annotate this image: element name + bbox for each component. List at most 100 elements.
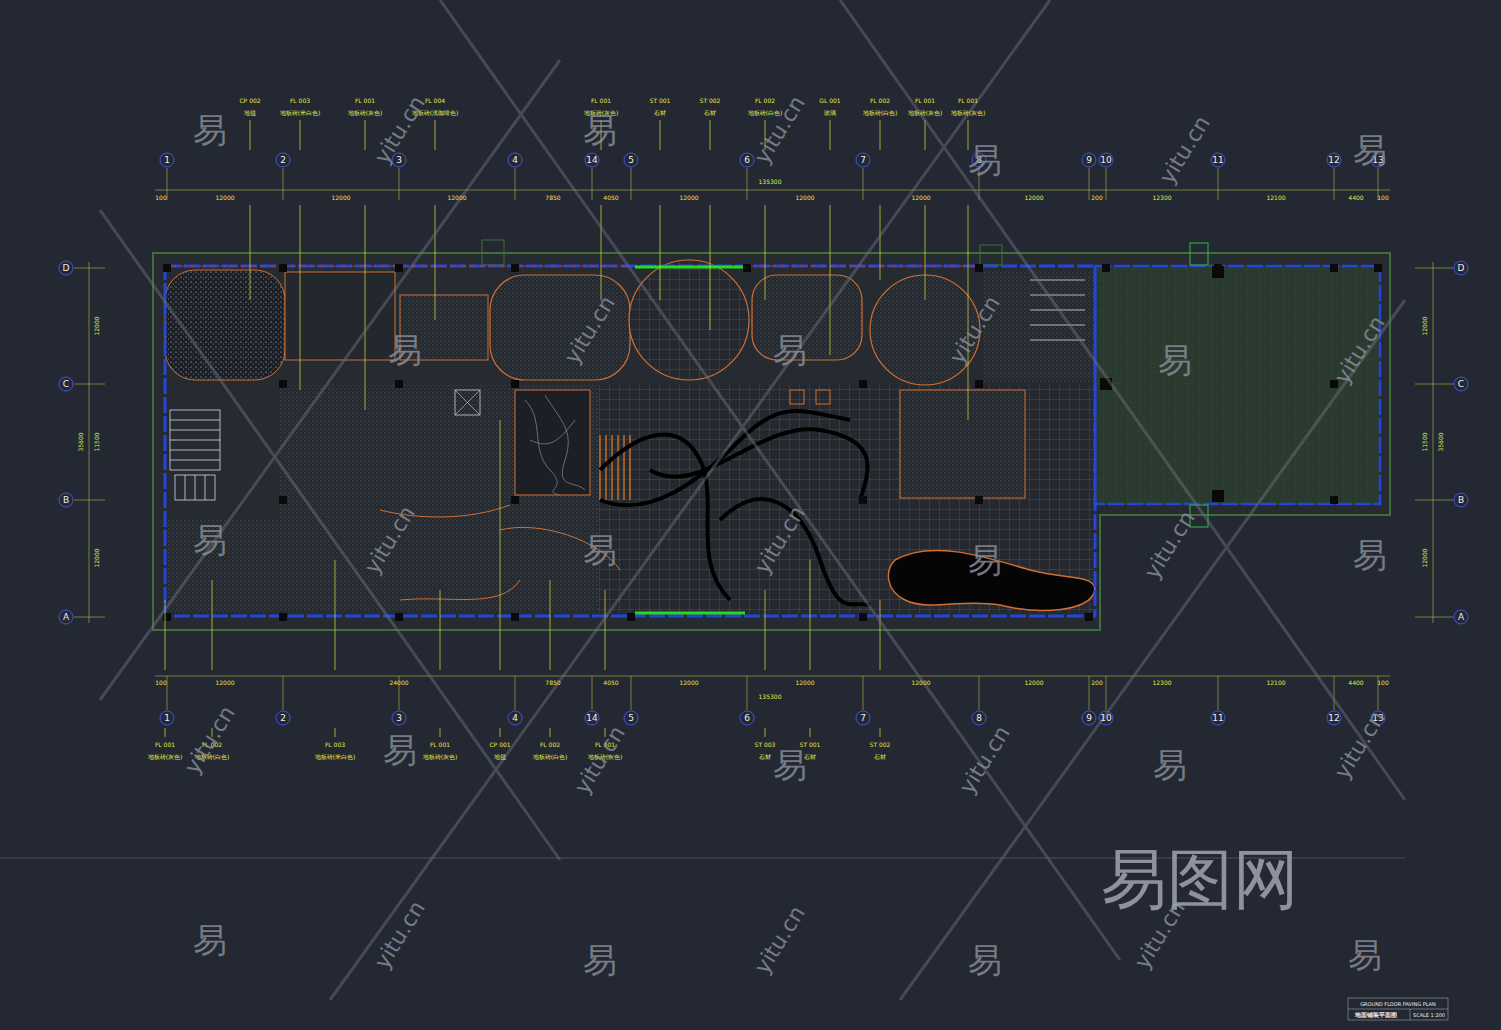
watermark: 易 [968,943,1002,977]
dimension: 4050 [603,680,618,686]
dimension: 12300 [1152,680,1171,686]
dimension: 12000 [1422,316,1428,335]
watermark: yitu.cn [571,722,629,797]
material-name: 地板砖(灰色) [348,110,383,116]
dimension: 12300 [1152,195,1171,201]
grid-number: 7 [860,714,866,723]
material-code: ST 002 [870,742,891,748]
material-name: 地毯 [244,110,256,116]
grid-number: 10 [1100,156,1111,165]
material-code: FL 001 [915,98,935,104]
watermark: 易 [773,333,807,367]
watermark: yitu.cn [1156,112,1214,187]
watermark: 易 [193,113,227,147]
watermark: 易 [583,533,617,567]
grid-number: 3 [396,714,402,723]
total-dimension: 135300 [759,179,782,185]
watermark: 易 [388,333,422,367]
dimension: 12000 [911,680,930,686]
material-name: 石材 [704,110,716,116]
material-name: 玻璃 [824,110,836,116]
watermark: 易 [1348,938,1382,972]
material-name: 地板砖(白色) [533,754,568,760]
grid-number: 9 [1086,714,1092,723]
material-name: 地板砖(灰色) [951,110,986,116]
grid-number: 10 [1100,714,1111,723]
watermark: yitu.cn [371,897,429,972]
watermark: 易 [1353,133,1387,167]
material-code: CP 001 [489,742,510,748]
dimension: 12000 [94,548,100,567]
material-code: ST 002 [700,98,721,104]
grid-number: 8 [976,714,982,723]
grid-number: 7 [860,156,866,165]
material-name: 地板砖(米白色) [315,754,356,760]
material-name: 地板砖(白色) [863,110,898,116]
dimension: 4400 [1348,195,1363,201]
watermark: 易 [583,943,617,977]
grid-number: 2 [280,714,286,723]
dimension: 12000 [911,195,930,201]
dimension: 12000 [1024,195,1043,201]
grid-number: 6 [744,156,750,165]
grid-letter: A [1458,613,1464,622]
material-name: 地板砖(灰色) [423,754,458,760]
drawing-title: 地面铺装平面图 [1355,1012,1397,1018]
watermark: 易 [1353,538,1387,572]
grid-letter: D [1458,264,1465,273]
dimension: 12000 [215,680,234,686]
dimension: 100 [155,195,166,201]
material-name: 石材 [654,110,666,116]
grid-number: 1 [164,156,170,165]
material-code: FL 001 [591,98,611,104]
dimension: 11500 [94,432,100,451]
material-name: 石材 [759,754,771,760]
material-code: FL 002 [755,98,775,104]
total-dimension: 135300 [759,694,782,700]
dimension: 7850 [545,195,560,201]
watermark: 易 [383,733,417,767]
material-name: 地板砖(灰色) [908,110,943,116]
grid-number: 4 [512,714,518,723]
dimension: 12000 [1422,548,1428,567]
watermark: 易 [193,923,227,957]
total-dimension: 35600 [78,432,84,451]
dimension: 12000 [679,195,698,201]
dimension: 12000 [795,680,814,686]
grid-letter: A [63,613,69,622]
grid-number: 9 [1086,156,1092,165]
dimension: 100 [1377,195,1388,201]
dimension: 12000 [679,680,698,686]
dimension: 12000 [795,195,814,201]
dimension: 12000 [215,195,234,201]
dimension: 7850 [545,680,560,686]
watermark: yitu.cn [751,902,809,977]
watermark: 易 [193,523,227,557]
material-name: 石材 [874,754,886,760]
grid-number: 5 [628,714,634,723]
material-code: FL 002 [870,98,890,104]
total-dimension: 35600 [1438,432,1444,451]
material-code: FL 001 [155,742,175,748]
material-code: CP 002 [239,98,260,104]
grid-letter: B [63,496,69,505]
grid-number: 12 [1328,156,1339,165]
grid-letter: B [1458,496,1464,505]
grid-number: 11 [1212,714,1223,723]
dimension: 200 [1091,680,1102,686]
dimension: 4400 [1348,680,1363,686]
grid-number: 4 [512,156,518,165]
scale-note: SCALE 1:200 [1413,1013,1445,1018]
watermark: 易 [968,543,1002,577]
material-code: FL 001 [958,98,978,104]
grid-number: 11 [1212,156,1223,165]
watermark: yitu.cn [1141,507,1199,582]
watermark: 易 [968,143,1002,177]
dimension: 100 [155,680,166,686]
dimension: 12100 [1266,680,1285,686]
watermark: yitu.cn [956,722,1014,797]
dimension: 200 [1091,195,1102,201]
dimension: 4050 [603,195,618,201]
material-name: 地板砖(灰色) [148,754,183,760]
grid-letter: C [1458,380,1464,389]
